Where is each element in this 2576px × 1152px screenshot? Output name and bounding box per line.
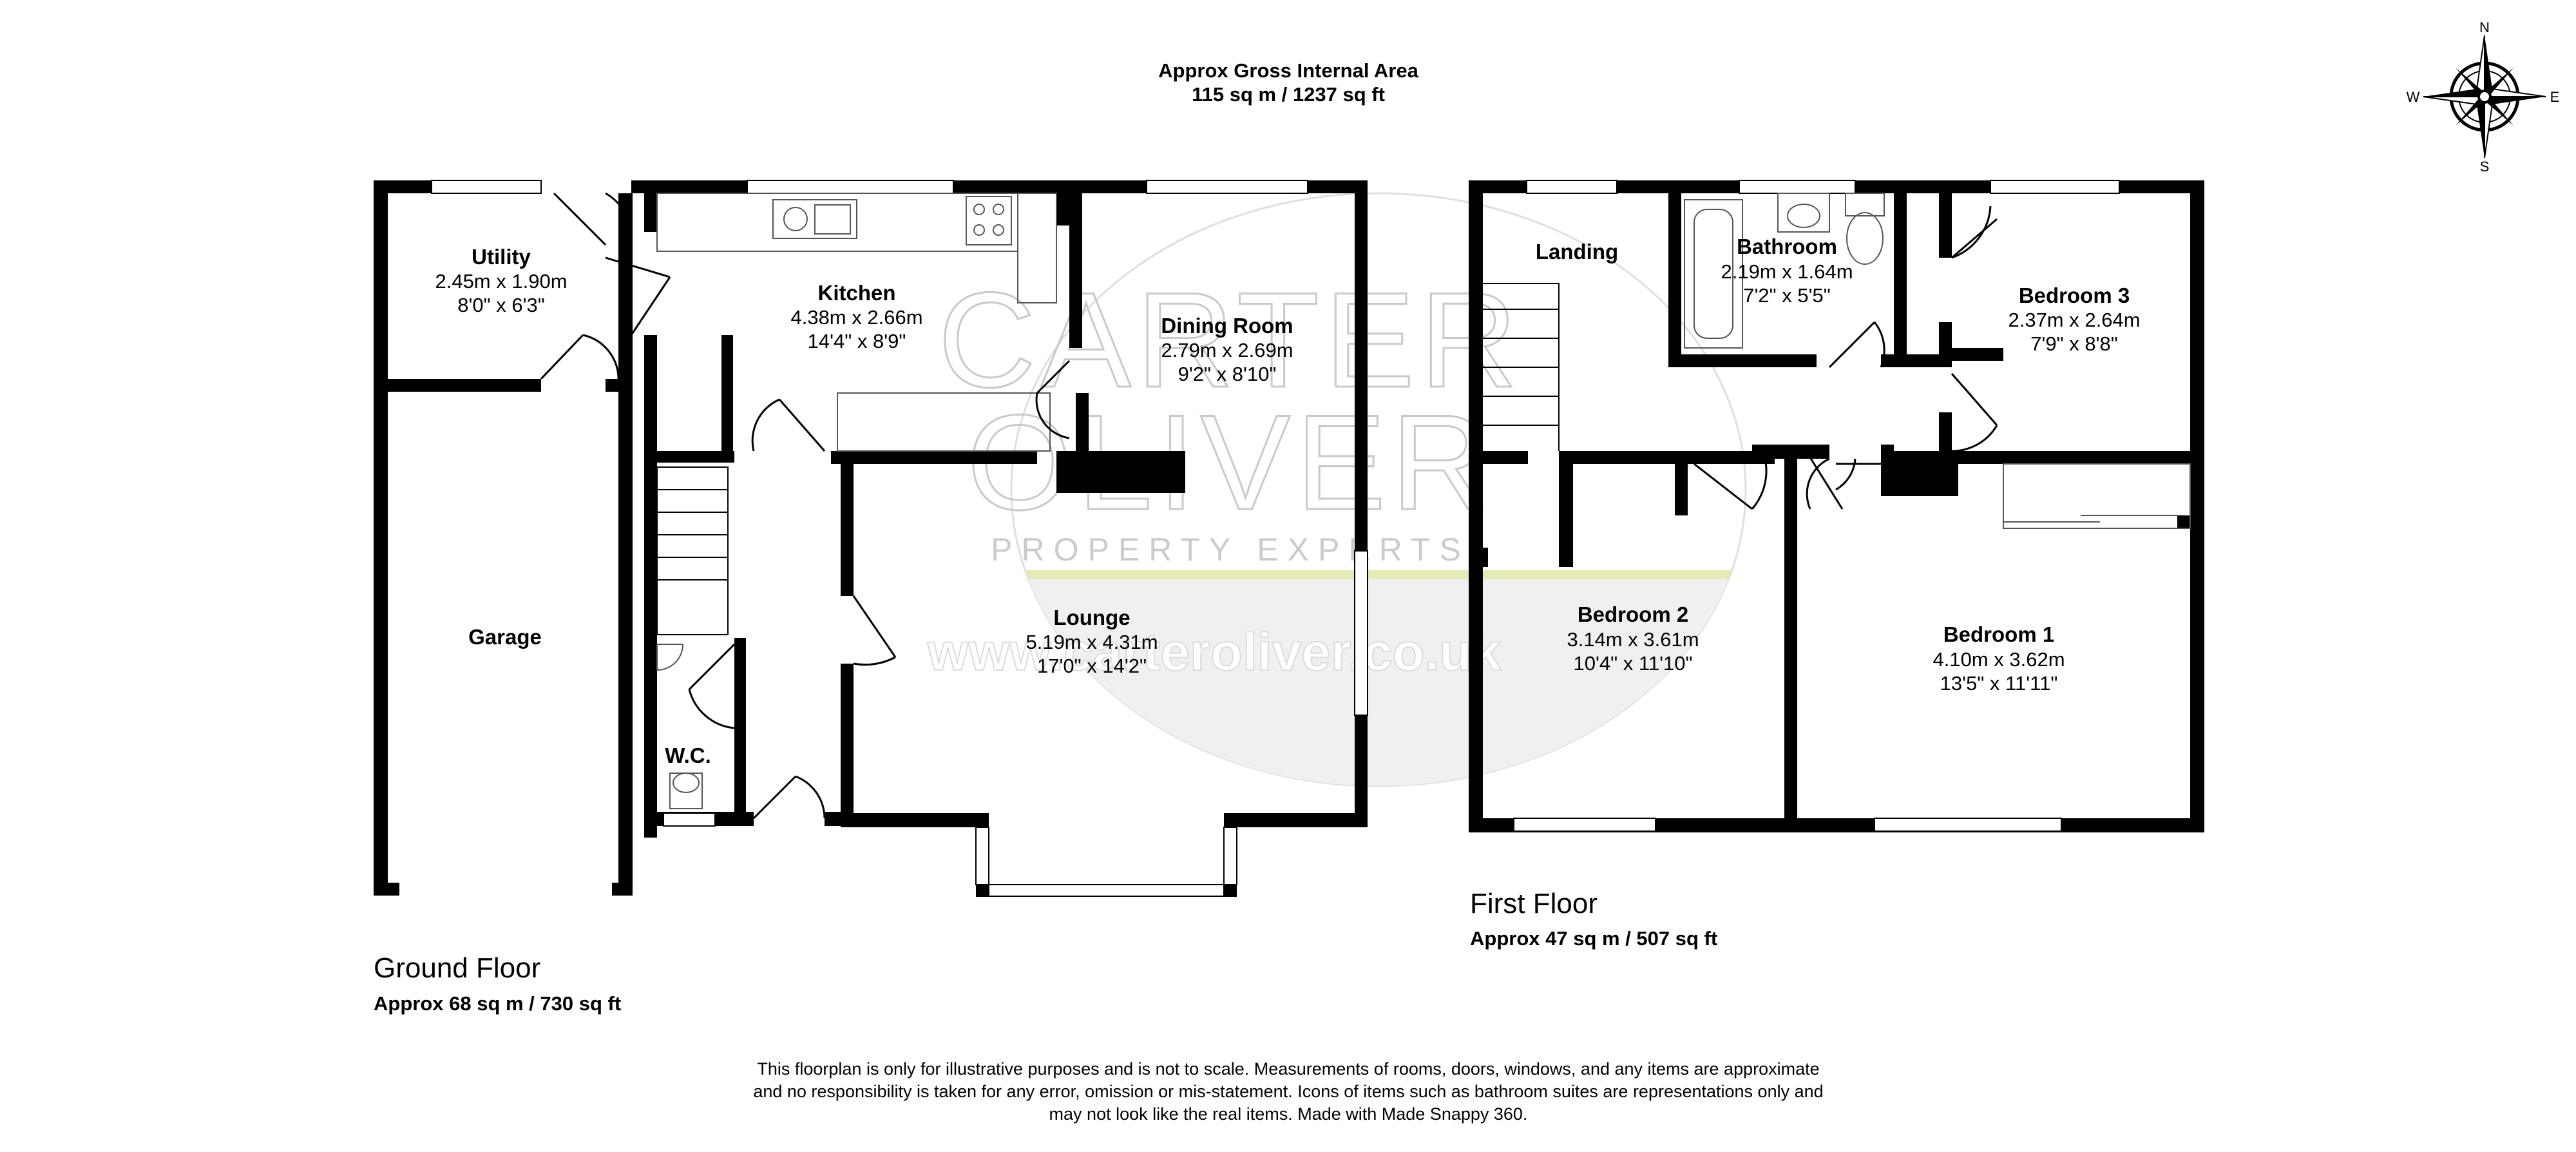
bedroom3-imperial: 7'9" x 8'8" — [2030, 332, 2118, 355]
ground-floor-label: Ground Floor — [374, 952, 540, 984]
bedroom2-imperial: 10'4" x 11'10" — [1574, 652, 1693, 675]
bedroom2-name: Bedroom 2 — [1578, 602, 1688, 626]
first-floor-stairs — [1474, 283, 1560, 451]
bathroom-imperial: 7'2" x 5'5" — [1743, 284, 1831, 307]
wc-fittings — [656, 644, 703, 809]
compass-s: S — [2480, 158, 2490, 175]
garage-name: Garage — [468, 625, 542, 649]
compass-n: N — [2479, 19, 2490, 35]
disclaimer-line1: This floorplan is only for illustrative … — [757, 1059, 1819, 1079]
compass-w: W — [2407, 89, 2420, 105]
first-floor-area: Approx 47 sq m / 507 sq ft — [1470, 927, 1717, 950]
watermark-tagline: PROPERTY EXPERTS — [991, 532, 1470, 568]
wardrobe — [2003, 463, 2191, 529]
gross-area-title: Approx Gross Internal Area — [1158, 59, 1418, 82]
utility-imperial: 8'0" x 6'3" — [457, 294, 545, 316]
ground-floor-area: Approx 68 sq m / 730 sq ft — [374, 992, 621, 1015]
landing-name: Landing — [1536, 240, 1618, 264]
disclaimer-line3: may not look like the real items. Made w… — [1049, 1104, 1528, 1124]
watermark: CARTER OLIVER PROPERTY EXPERTS www.carte… — [926, 192, 1747, 787]
compass-icon — [2423, 35, 2546, 158]
first-floor-doors — [1693, 206, 1998, 510]
first-floor-windows — [1513, 180, 2120, 832]
disclaimer-line2: and no responsibility is taken for any e… — [753, 1082, 1823, 1101]
dining-imperial: 9'2" x 8'10" — [1178, 363, 1277, 385]
bathroom-fittings — [1684, 193, 1885, 349]
bedroom1-imperial: 13'5" x 11'11" — [1940, 672, 2058, 695]
ground-floor-windows — [431, 180, 1368, 897]
wc-name: W.C. — [665, 744, 711, 767]
compass-e: E — [2550, 89, 2560, 105]
utility-name: Utility — [472, 245, 531, 269]
bathroom-name: Bathroom — [1737, 235, 1837, 258]
lounge-metric: 5.19m x 4.31m — [1026, 631, 1158, 653]
bedroom1-name: Bedroom 1 — [1943, 622, 2054, 646]
watermark-line1: CARTER — [938, 264, 1523, 416]
bathroom-metric: 2.19m x 1.64m — [1721, 260, 1853, 283]
lounge-name: Lounge — [1053, 606, 1130, 629]
watermark-url: www.carteroliver.co.uk — [927, 623, 1502, 682]
kitchen-imperial: 14'4" x 8'9" — [808, 330, 906, 352]
ground-floor-doors — [540, 192, 1071, 820]
bedroom1-metric: 4.10m x 3.62m — [1932, 648, 2065, 671]
kitchen-metric: 4.38m x 2.66m — [790, 306, 922, 329]
utility-metric: 2.45m x 1.90m — [435, 270, 567, 293]
lounge-imperial: 17'0" x 14'2" — [1037, 655, 1147, 677]
dining-metric: 2.79m x 2.69m — [1161, 339, 1293, 361]
bedroom3-name: Bedroom 3 — [2019, 283, 2130, 307]
watermark-line2: OLIVER — [967, 387, 1494, 538]
bedroom3-metric: 2.37m x 2.64m — [2008, 309, 2140, 331]
bedroom2-metric: 3.14m x 3.61m — [1567, 628, 1699, 651]
kitchen-name: Kitchen — [817, 281, 895, 305]
first-floor-label: First Floor — [1470, 888, 1598, 919]
gross-area-value: 115 sq m / 1237 sq ft — [1192, 83, 1385, 106]
ground-floor-stairs — [656, 466, 729, 635]
dining-name: Dining Room — [1161, 314, 1293, 338]
kitchen-fittings — [656, 193, 1057, 452]
